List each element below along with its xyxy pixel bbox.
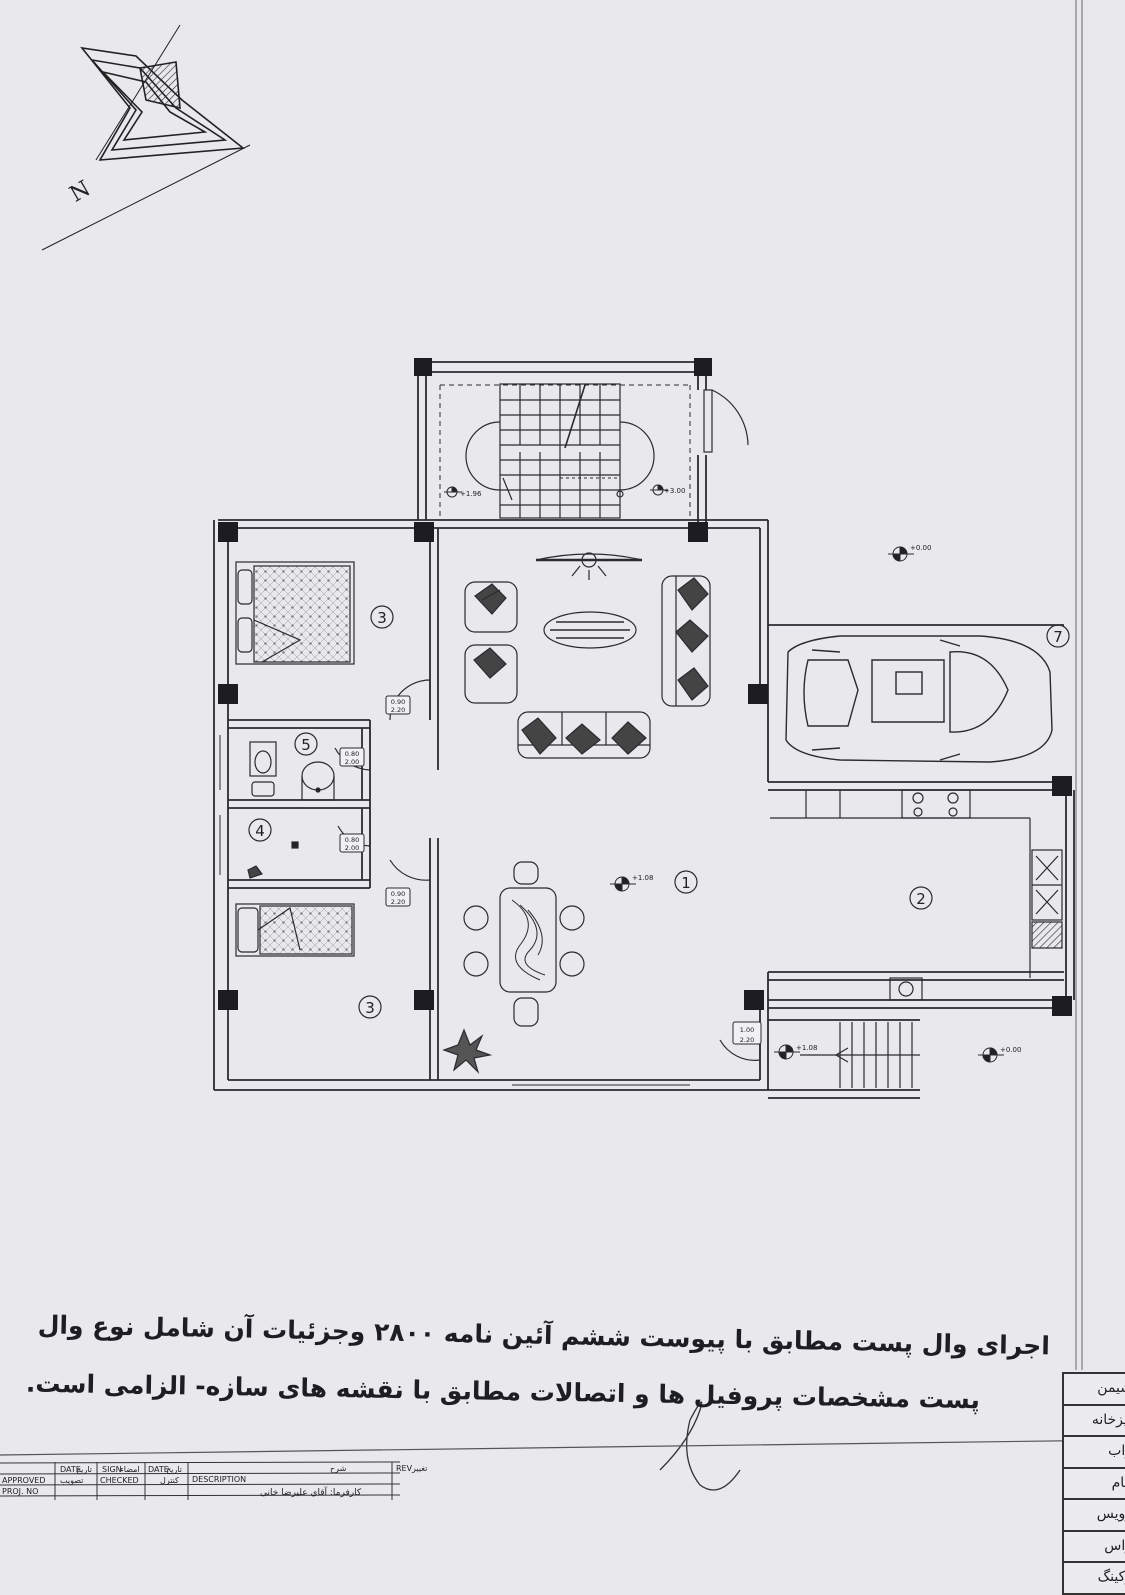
legend-row: مام [1064,1469,1125,1500]
structural-columns [218,358,1072,1016]
door-tag-w: 0.80 [345,836,359,844]
title-block: APPROVED PROJ. NO تصویب DATE تاریخ SIGN … [0,1458,1125,1500]
level-marker-icon [610,876,636,892]
shower-icon [247,865,263,879]
legend-row: رویس [1064,1500,1125,1532]
door-tag-w: 0.80 [345,750,359,758]
level-living: +1.08 [632,874,653,882]
tb-date-fa-2: تاریخ [166,1465,182,1474]
room-label-3: 3 [377,609,387,627]
legend-row: راس [1064,1532,1125,1563]
tb-approved: APPROVED [2,1476,46,1485]
north-label: N [66,176,95,207]
door-tag-w: 0.90 [391,698,405,706]
level-marker-icon [978,1047,1004,1063]
room-label-5: 5 [301,736,311,754]
level-marker-icon [888,546,914,562]
door-tag-h: 2.00 [345,758,359,766]
door-tag-h: 2.20 [391,898,405,906]
room-label-1: 1 [681,874,691,892]
tb-approved-fa: تصویب [60,1476,84,1485]
door-tags [339,695,762,1045]
stair-door[interactable] [703,389,749,453]
legend-row: واب [1064,1437,1125,1469]
bedroom-bottom-furniture [235,903,355,957]
tb-checked: CHECKED [100,1476,139,1485]
level-markers [444,484,1004,1063]
room-label-3: 3 [365,999,375,1017]
legend-row: پیزخانه [1064,1406,1125,1437]
legend-row: شیمن [1064,1374,1125,1406]
coffee-table-pattern [550,621,630,639]
level-marker-icon [774,1044,800,1060]
door-tag-w: 0.90 [391,890,405,898]
tb-description: DESCRIPTION [192,1475,247,1484]
room-label-4: 4 [255,822,265,840]
tb-proj-no: PROJ. NO [2,1487,39,1496]
tb-sign: SIGN [102,1465,122,1474]
door-tag-h: 2.20 [740,1036,754,1044]
room-label-2: 2 [916,890,926,908]
stair-treads [500,384,620,518]
tb-rev-fa: تغییر [412,1464,428,1473]
room-number-circles [248,605,1070,1019]
tb-description-fa: شرح [330,1464,347,1473]
north-arrow-icon [41,24,251,251]
tb-rev: REV [396,1464,413,1473]
room-label-7: 7 [1053,628,1063,646]
level-stair-right: +3.00 [664,487,685,495]
tb-date: DATE [60,1465,81,1474]
door-tag-h: 2.20 [391,706,405,714]
level-yard-bottom: +0.00 [1000,1046,1021,1054]
legend-row: رکینگ [1097,1569,1125,1585]
main-stair [439,383,691,519]
tb-date-fa: تاریخ [76,1465,92,1474]
door-tag-h: 2.00 [345,844,359,852]
level-marker-icon [444,486,462,498]
level-yard-top: +0.00 [910,544,931,552]
kitchen-fixtures [770,789,1063,1001]
signature [659,1401,741,1491]
entry-stair [800,1022,920,1088]
door-tag-w: 1.00 [740,1026,754,1034]
bedroom-top-furniture [235,561,355,665]
level-marker-icon [650,484,668,496]
dining-set [442,861,585,1075]
floor-plan-sheet: N [0,0,1125,1491]
level-stair-left: +1.96 [460,490,482,498]
tb-date-2: DATE [148,1465,169,1474]
plant-icon [442,1028,493,1075]
sheet-binding-edge [1075,0,1083,1370]
tb-owner: کارفرما: آقای علیرضا خانی [260,1488,362,1498]
living-furniture [464,552,711,759]
tb-sign-fa: امضاء [120,1465,140,1474]
level-entry: +1.08 [796,1044,817,1052]
plan-walls [213,361,1075,1099]
car-icon [785,635,1053,763]
tb-checked-fa: کنترل [160,1476,179,1485]
wc-fixtures [247,741,335,879]
